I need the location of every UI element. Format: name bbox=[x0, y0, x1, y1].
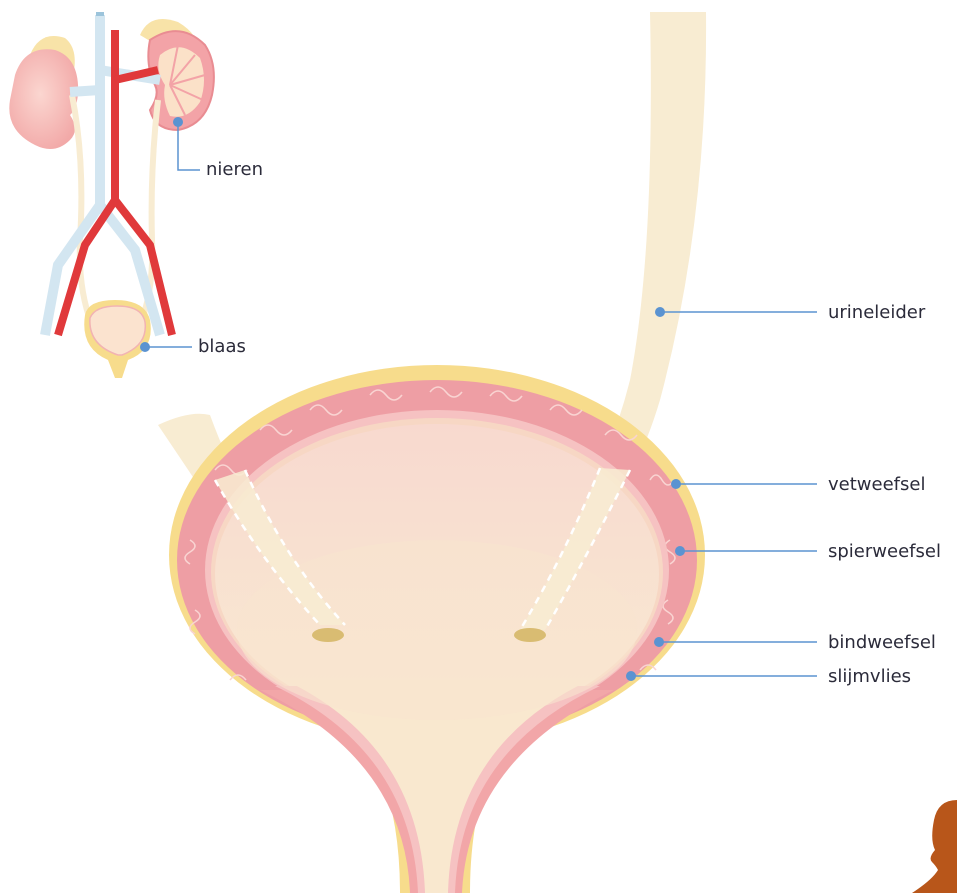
marker-bindweefsel bbox=[654, 637, 664, 647]
person-silhouette-icon bbox=[912, 800, 957, 893]
label-nieren: nieren bbox=[206, 159, 263, 180]
left-kidney bbox=[9, 49, 78, 149]
marker-slijmvlies bbox=[626, 671, 636, 681]
bladder-small bbox=[84, 300, 151, 378]
label-vetweefsel: vetweefsel bbox=[828, 474, 925, 495]
marker-nieren bbox=[173, 117, 183, 127]
marker-spierweefsel bbox=[675, 546, 685, 556]
label-urineleider: urineleider bbox=[828, 302, 926, 323]
label-blaas: blaas bbox=[198, 336, 246, 357]
ureter-right bbox=[605, 12, 706, 470]
ureter-orifice-right bbox=[514, 628, 546, 642]
overview-illustration: nieren blaas bbox=[9, 12, 263, 378]
label-bindweefsel: bindweefsel bbox=[828, 632, 936, 653]
marker-urineleider bbox=[655, 307, 665, 317]
label-slijmvlies: slijmvlies bbox=[828, 666, 911, 687]
ureter-orifice-left bbox=[312, 628, 344, 642]
label-spierweefsel: spierweefsel bbox=[828, 541, 941, 562]
marker-vetweefsel bbox=[671, 479, 681, 489]
bladder-cross-section bbox=[158, 12, 706, 893]
vein-top bbox=[96, 12, 104, 16]
marker-blaas bbox=[140, 342, 150, 352]
